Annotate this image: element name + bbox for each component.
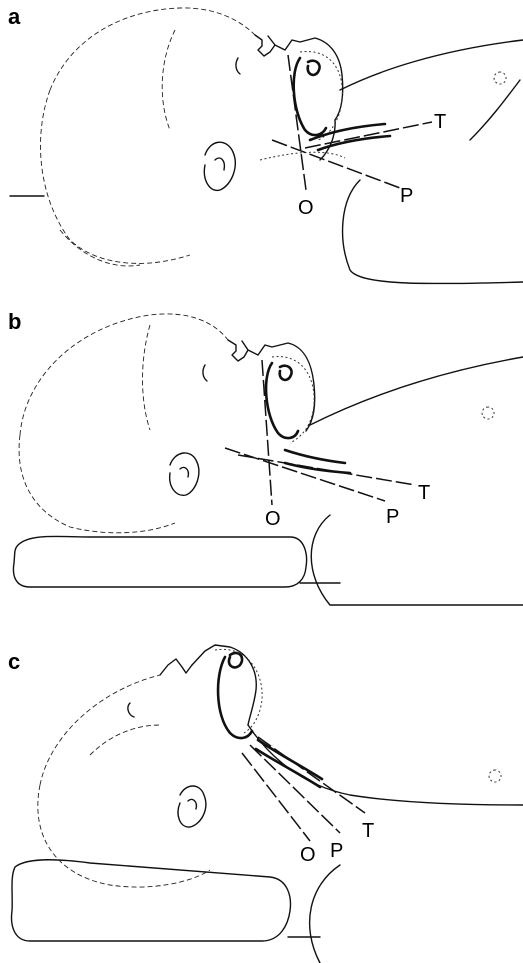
skull-top	[40, 675, 160, 785]
airway-outline	[272, 357, 314, 443]
skull-top	[20, 314, 228, 435]
nose	[255, 35, 275, 56]
panel-c: c O P T	[0, 645, 523, 963]
eye	[203, 365, 207, 381]
ear	[170, 453, 199, 495]
trachea-upper	[285, 450, 345, 463]
axis-p-label: P	[400, 185, 413, 207]
shoulder-top	[248, 725, 523, 805]
nose	[160, 659, 192, 675]
axis-p-label: P	[386, 506, 399, 528]
arm	[311, 515, 523, 605]
ear-inner	[188, 799, 196, 809]
trachea-upper	[258, 740, 322, 779]
palate-curl	[308, 61, 320, 75]
axis-o-label: O	[265, 508, 281, 530]
shoulder-top	[310, 357, 523, 425]
ear	[178, 786, 206, 827]
axis-o	[288, 55, 306, 190]
skull-back	[19, 435, 175, 533]
mouth-lips	[275, 38, 343, 120]
axis-p-label: P	[330, 840, 343, 862]
axis-p	[272, 140, 400, 188]
hairline	[90, 725, 160, 755]
panel-a: a O P T	[0, 0, 523, 300]
pillow	[12, 860, 291, 941]
pillow	[13, 536, 306, 587]
palate-curl	[280, 366, 292, 380]
axis-t	[258, 737, 365, 813]
axis-t-label: T	[418, 482, 430, 504]
eye	[236, 58, 240, 74]
hairline	[162, 30, 175, 130]
panel-c-drawing: O P T	[0, 645, 523, 963]
ear-inner	[180, 467, 188, 477]
panel-a-drawing: O P T	[0, 0, 523, 300]
panel-b-drawing: O P T	[0, 305, 523, 615]
skull-top	[50, 8, 255, 90]
hair-strands	[60, 230, 140, 266]
nipple	[489, 770, 501, 782]
airway-outline	[300, 52, 342, 140]
tongue	[294, 58, 326, 135]
ear	[204, 142, 235, 190]
arm	[310, 865, 340, 963]
arm	[343, 180, 523, 284]
tongue	[266, 363, 298, 438]
skull-back	[40, 90, 190, 263]
tongue	[218, 657, 252, 738]
axis-t-label: T	[434, 111, 446, 133]
hairline	[143, 325, 151, 430]
ear-inner	[215, 158, 224, 170]
nipple	[494, 72, 506, 84]
panel-b: b O P T	[0, 305, 523, 615]
nipple	[482, 407, 494, 419]
axis-t-label: T	[362, 820, 374, 842]
axis-o-label: O	[298, 197, 314, 219]
eye	[128, 703, 134, 717]
palate-curl	[229, 653, 242, 668]
chest-line	[470, 80, 520, 140]
nose	[228, 340, 248, 361]
axis-o-label: O	[300, 844, 316, 866]
skull-back	[38, 785, 210, 887]
